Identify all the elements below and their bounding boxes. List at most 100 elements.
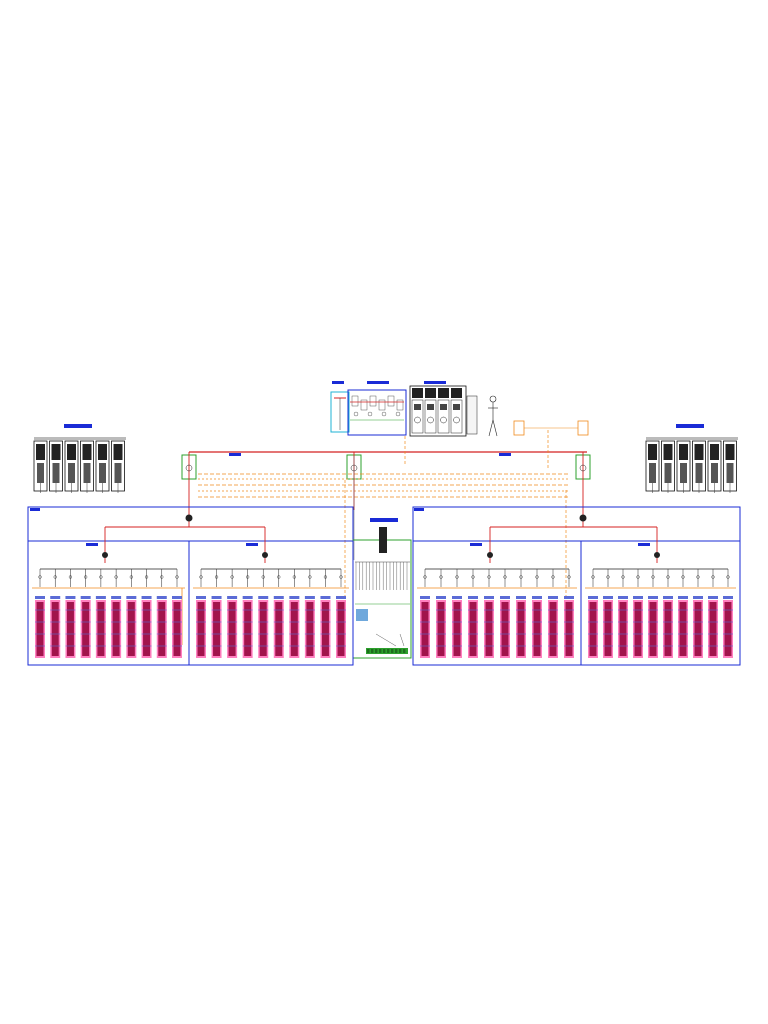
terminal-slot [399,649,402,653]
rack-cabinet-top [694,444,704,460]
rack-body [549,602,557,656]
branch-breaker-icon [230,575,234,579]
rack-cabinet-body [99,463,106,483]
rack-body [51,602,59,656]
rack-cabinet-body [83,463,91,483]
operator-figure-icon [488,395,498,437]
rack-cabinet-top [51,444,61,460]
rack-body [321,602,329,656]
branch-breaker-icon [84,575,88,579]
rack-header [227,596,238,599]
branch-breaker-icon [726,575,730,579]
branch-breaker-icon [175,575,179,579]
rack-header [336,596,346,599]
tag-b [367,381,389,384]
rack-cabinet-top [98,444,107,460]
switchgear-bay [437,399,450,434]
terminal-slot [387,649,390,653]
bus-tag-left [229,453,241,456]
rack-cabinet-body [695,463,703,483]
rack-cabinet-body [726,463,734,483]
branch-breaker-icon [606,575,610,579]
branch-breaker-icon [711,575,715,579]
switchgear-top-block [451,388,462,398]
rack-section-4 [580,540,741,666]
rack-body [82,602,90,656]
switchgear-dial-icon [427,416,434,424]
rack-cabinet-body [37,463,44,483]
rack-section-2 [188,540,354,666]
switchgear-meter [440,404,447,410]
switchgear-dial-icon [440,416,447,424]
branch-breaker-icon [551,575,555,579]
branch-breaker-icon [591,575,595,579]
breaker-icon [185,464,193,472]
branch-breaker-icon [519,575,523,579]
rack-body [337,602,345,656]
rack-body [306,602,314,656]
section-breaker-icon [262,552,268,558]
breaker-icon [579,464,587,472]
rack-header [678,596,688,599]
section-breaker-icon [654,552,660,558]
rack-cabinet-top [648,444,657,460]
rack-cabinet-top [679,444,688,460]
branch-breaker-icon [214,575,219,579]
branch-breaker-icon [246,575,250,579]
rack-body [664,602,672,656]
branch-breaker-icon [681,575,685,579]
branch-breaker-icon [471,575,475,579]
section-frame [580,540,741,666]
center-module [379,527,387,553]
rack-header [708,596,718,599]
rack-sections [27,510,741,666]
rack-body [453,602,461,656]
terminal-lead [375,633,397,647]
rack-body [604,602,612,656]
rack-header [420,596,430,599]
rack-header [95,596,106,599]
rack-header [111,596,122,599]
rack-body [213,602,221,656]
cabinet-top-rail [646,437,738,440]
rack-header [50,596,61,599]
rack-body [649,602,657,656]
switchgear-top-block [438,388,449,398]
cyan-enclosure [330,391,350,433]
rack-body [275,602,283,656]
tag-a [332,381,344,384]
rack-body [36,602,44,656]
switchgear-bay [411,399,424,434]
rack-body [694,602,702,656]
branch-breaker-icon [114,575,118,579]
terminal-lead [399,633,405,647]
switchgear-bay [450,399,463,434]
rack-header [35,596,45,599]
rack-body [469,602,477,656]
left-frame-tag [30,508,40,511]
panel-device-icon [353,411,359,417]
rack-body [589,602,597,656]
rack-body [501,602,509,656]
branch-breaker-icon [292,575,296,579]
terminal-slot [371,649,374,653]
terminal-slot [403,649,406,653]
rack-body [421,602,429,656]
cabinet-top-rail [34,437,126,440]
section-tag [470,543,482,546]
rack-body [197,602,205,656]
section-main-breaker-icon [185,514,193,522]
switchgear-cabinets [409,385,478,437]
rack-body [485,602,493,656]
terminal-slot [395,649,398,653]
branch-breaker-icon [651,575,655,579]
main-panel-frame [347,389,407,436]
rack-cabinet-top [113,444,123,460]
rack-header [452,596,462,599]
top-equipment-row [330,381,589,437]
branch-breaker-icon [199,575,203,579]
rack-body [127,602,135,656]
branch-breaker-icon [99,575,103,579]
rack-body [634,602,642,656]
rack-header [273,596,284,599]
